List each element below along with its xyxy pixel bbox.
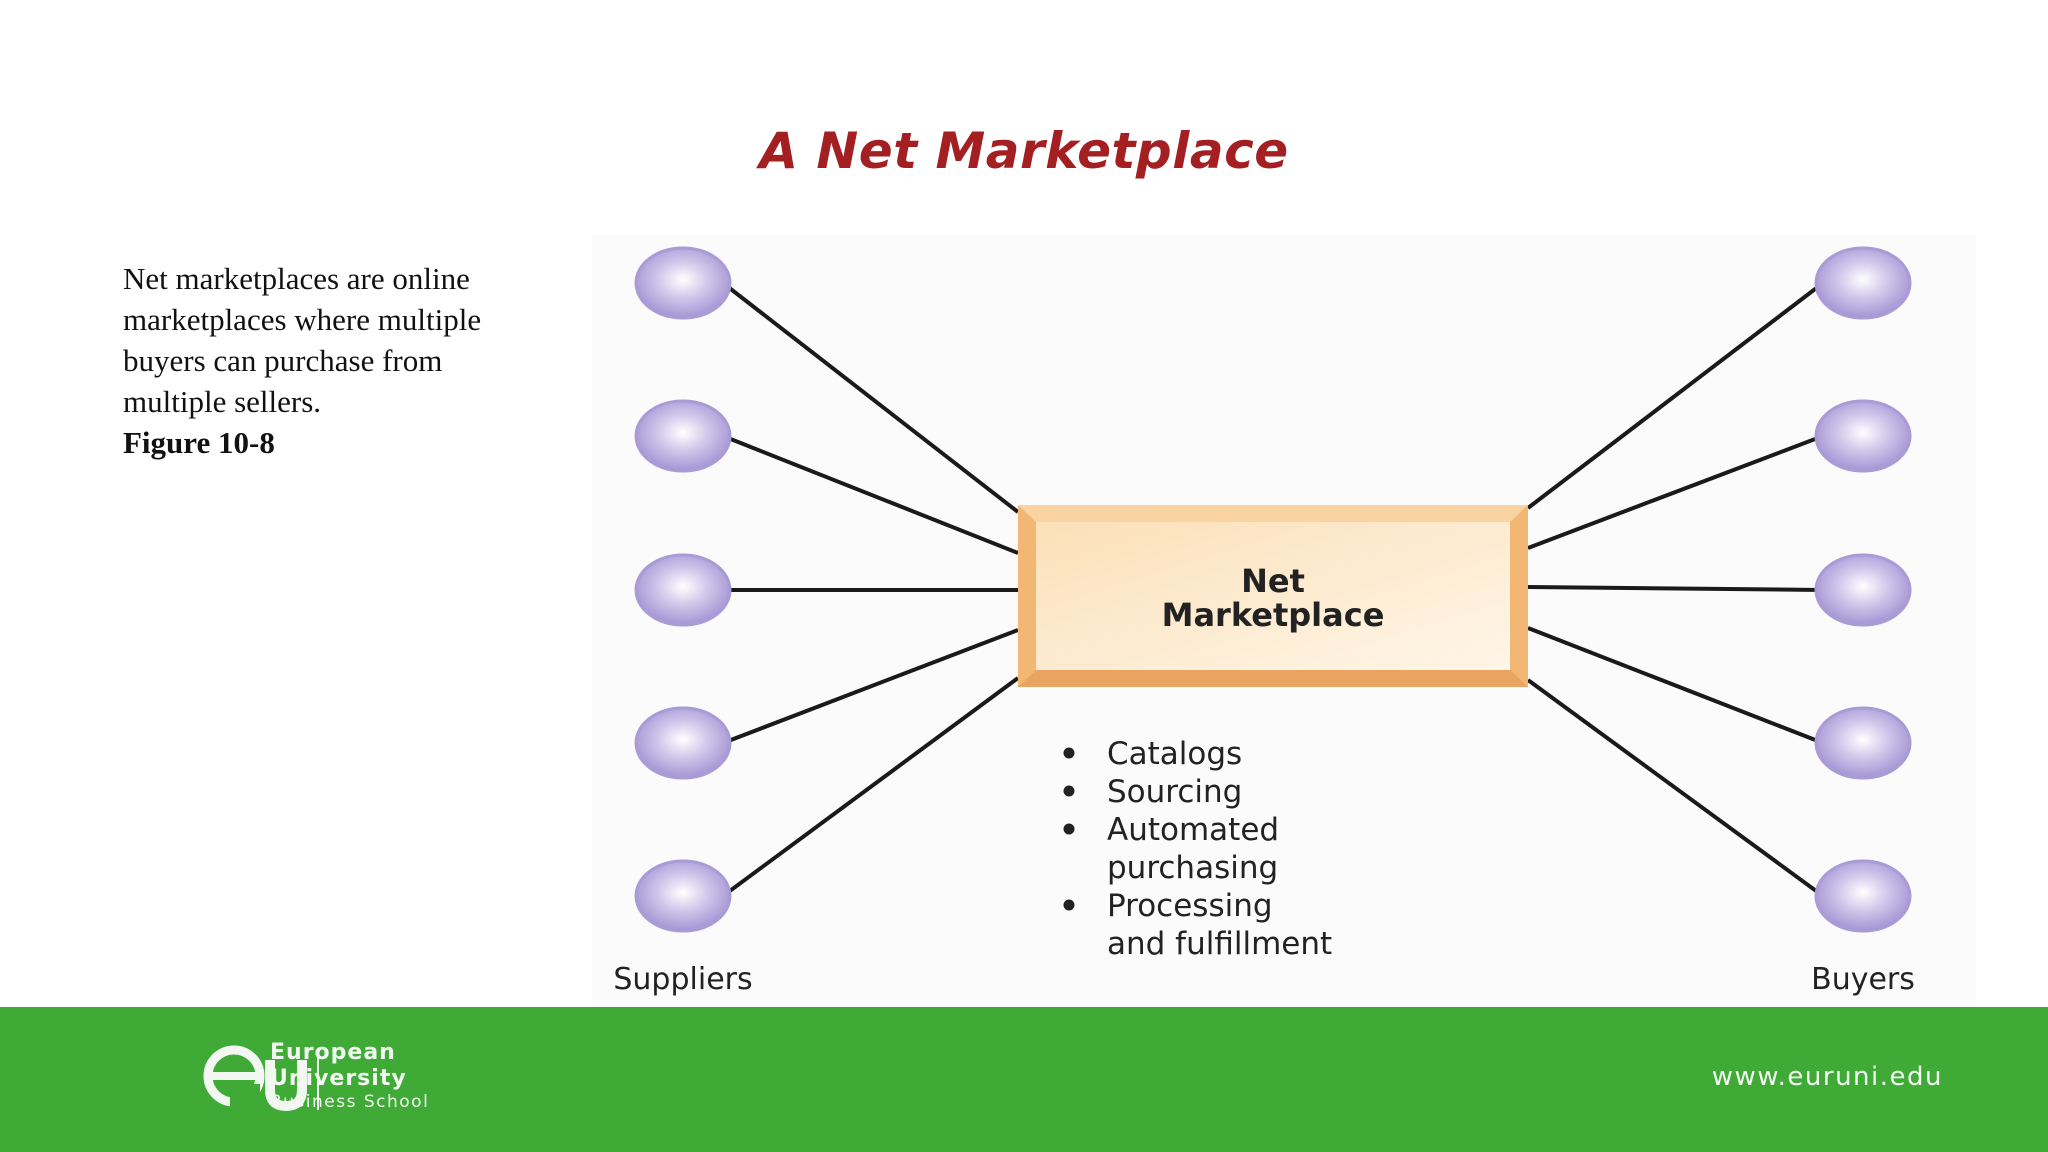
logo-line2: University <box>270 1066 407 1091</box>
buyer-connector <box>1526 678 1825 898</box>
feature-bullet <box>1063 899 1075 911</box>
logo-line1: European <box>270 1040 396 1065</box>
box-face <box>1036 522 1510 670</box>
feature-bullet <box>1063 785 1075 797</box>
supplier-node <box>634 399 732 473</box>
feature-bullet <box>1063 747 1075 759</box>
supplier-node <box>634 706 732 780</box>
supplier-connector <box>722 628 1019 745</box>
eu-logo-icon <box>203 1045 319 1112</box>
feature-item: Automated <box>1107 812 1279 848</box>
supplier-node <box>634 246 732 320</box>
supplier-node <box>634 859 732 933</box>
feature-list: Catalogs Sourcing Automated purchasing P… <box>1063 736 1332 962</box>
logo-line3: Business School <box>270 1092 430 1112</box>
suppliers-label: Suppliers <box>613 962 752 997</box>
supplier-connector <box>722 434 1019 555</box>
buyer-connector <box>1526 281 1825 510</box>
buyers-label: Buyers <box>1811 962 1915 997</box>
buyer-connector <box>1527 585 1824 592</box>
buyer-node <box>1814 246 1912 320</box>
buyer-connector <box>1527 626 1824 745</box>
feature-item: Catalogs <box>1107 736 1242 772</box>
buyer-node <box>1814 399 1912 473</box>
feature-bullet <box>1063 823 1075 835</box>
buyer-node <box>1814 859 1912 933</box>
slide-title: A Net Marketplace <box>759 122 1289 180</box>
buyer-connector <box>1527 434 1824 550</box>
center-label-line1: Net <box>1241 562 1305 600</box>
feature-item-continued: purchasing <box>1107 850 1278 886</box>
website-link[interactable]: www.euruni.edu <box>1711 1062 1943 1092</box>
box-bevel-top <box>1018 505 1528 522</box>
feature-item-continued: and fulfillment <box>1107 926 1332 962</box>
supplier-node <box>634 553 732 627</box>
description-block: Net marketplaces are online marketplaces… <box>123 258 553 463</box>
supplier-connector <box>721 281 1020 514</box>
logo-text: European University Business School <box>270 1040 429 1112</box>
net-marketplace-box: Net Marketplace <box>1018 505 1528 687</box>
buyer-node <box>1814 706 1912 780</box>
supplier-connector <box>721 676 1020 898</box>
box-bevel-bottom <box>1018 670 1528 687</box>
description-text: Net marketplaces are online marketplaces… <box>123 261 482 419</box>
feature-item: Processing <box>1107 888 1273 924</box>
buyer-node <box>1814 553 1912 627</box>
center-label-line2: Marketplace <box>1162 596 1385 634</box>
footer-bar <box>0 1007 2048 1152</box>
feature-item: Sourcing <box>1107 774 1242 810</box>
figure-label: Figure 10-8 <box>123 425 275 460</box>
